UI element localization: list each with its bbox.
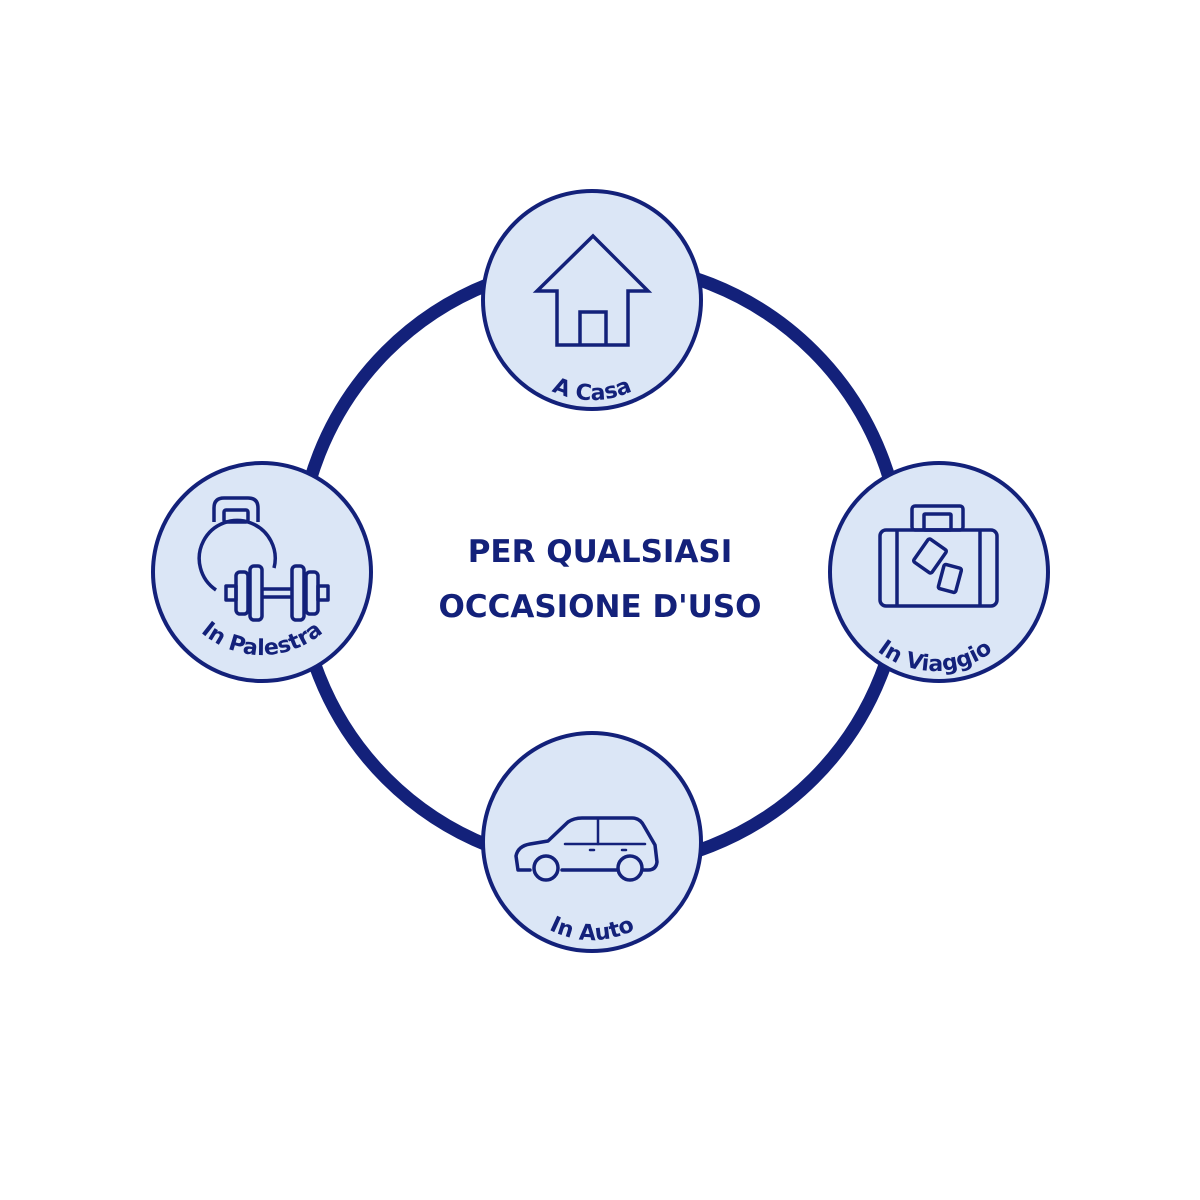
center-title-line2: OCCASIONE D'USO — [438, 589, 761, 625]
house-icon — [532, 233, 653, 347]
node-circle — [828, 461, 1050, 683]
center-title-line1: PER QUALSIASI — [468, 534, 733, 570]
suitcase-icon — [878, 504, 999, 608]
node-auto: In Auto — [481, 731, 703, 953]
gym-weights-icon — [197, 496, 330, 622]
car-icon — [514, 816, 659, 882]
node-casa: A Casa — [481, 189, 703, 411]
node-viaggio: In Viaggio — [828, 461, 1050, 683]
node-circle — [481, 189, 703, 411]
node-palestra: In Palestra — [151, 461, 373, 683]
node-circle — [481, 731, 703, 953]
